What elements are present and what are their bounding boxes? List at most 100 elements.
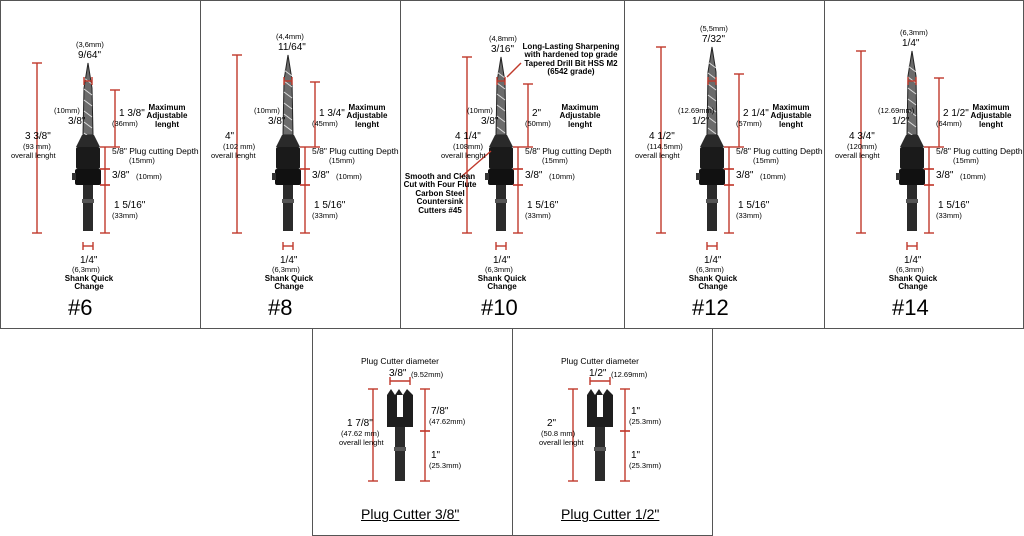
adjustable-fraction: 1 3/8" — [119, 108, 145, 119]
overall-text: overall lenght — [539, 438, 584, 447]
hex-shank — [707, 185, 717, 231]
shank-fraction: 1/4" — [280, 255, 298, 266]
collar-fraction: 3/8" — [112, 170, 130, 181]
plug-depth-label: 5/8" Plug cutting Depth — [936, 146, 1023, 156]
cutter-arrow — [460, 150, 492, 178]
countersink-panel: (3,6mm)9/64"(10mm)3/8"3 3/8"(93 mm)overa… — [0, 0, 201, 329]
drill-flute — [707, 105, 717, 113]
collar-screw — [696, 173, 700, 180]
adjustable-fraction: 2" — [532, 108, 542, 119]
size-label: #6 — [68, 295, 93, 320]
collar-mm: (10mm) — [960, 172, 986, 181]
body-fraction: 3/8" — [481, 116, 499, 127]
collar-screw — [72, 173, 76, 180]
tip-mm: (4,8mm) — [489, 34, 517, 43]
drill-flute — [83, 99, 93, 107]
tip-mm: (5,5mm) — [700, 24, 728, 33]
shank-length-fraction: 1 5/16" — [114, 200, 146, 211]
plug-depth-mm: (15mm) — [329, 156, 355, 165]
plug-depth-mm: (15mm) — [753, 156, 779, 165]
bit-drawing — [656, 46, 744, 250]
top-fraction: 1" — [631, 406, 641, 417]
tip-fraction: 3/16" — [491, 44, 515, 55]
drill-flute — [707, 94, 717, 102]
shank-text: Shank Quick Change — [264, 274, 314, 292]
drill-flute — [907, 98, 917, 106]
drill-flute — [907, 87, 917, 95]
overall-text: overall lenght — [11, 151, 56, 160]
tip-mm: (3,6mm) — [76, 40, 104, 49]
stop-collar — [75, 169, 101, 185]
adjustable-fraction: 2 1/2" — [943, 108, 969, 119]
drill-flute — [496, 104, 506, 112]
diameter-title: Plug Cutter diameter — [561, 356, 639, 366]
drill-flute — [707, 127, 717, 135]
overall-text: overall lenght — [211, 151, 256, 160]
drill-flute — [707, 72, 717, 80]
overall-text: overall lenght — [635, 151, 680, 160]
shank-groove — [706, 199, 718, 203]
size-label: #10 — [481, 295, 518, 320]
shank-mm: (6,3mm) — [485, 265, 513, 274]
overall-text: overall lenght — [835, 151, 880, 160]
body-mm: (12.69mm) — [678, 106, 715, 115]
countersink-body — [489, 147, 513, 169]
countersink-cone — [276, 135, 300, 147]
collar-screw — [485, 173, 489, 180]
stop-collar — [699, 169, 725, 185]
diameter-title: Plug Cutter diameter — [361, 356, 439, 366]
shank-groove — [394, 447, 406, 451]
overall-mm: (50.8 mm) — [541, 429, 576, 438]
overall-fraction: 1 7/8" — [347, 418, 373, 429]
adjustable-mm: (57mm) — [736, 119, 762, 128]
shank-fraction: 1/4" — [904, 255, 922, 266]
hex-shank — [83, 185, 93, 231]
countersink-cone — [700, 135, 724, 147]
shank-length-mm: (33mm) — [112, 211, 138, 220]
shank-groove — [495, 199, 507, 203]
shank-groove — [906, 199, 918, 203]
drill-flute — [707, 83, 717, 91]
plug-cutter-title: Plug Cutter 1/2" — [561, 506, 660, 522]
drill-flute — [907, 76, 917, 84]
drill-flute — [283, 113, 293, 121]
top-fraction: 7/8" — [431, 406, 449, 417]
shank-fraction: 1/4" — [704, 255, 722, 266]
drill-flute — [83, 88, 93, 96]
shank-length-mm: (33mm) — [525, 211, 551, 220]
sharpening-note: Long-Lasting Sharpening with hardened to… — [522, 42, 620, 77]
drill-flute — [283, 124, 293, 132]
plug-depth-label: 5/8" Plug cutting Depth — [312, 146, 399, 156]
drill-flute — [83, 110, 93, 118]
bottom-mm: (25.3mm) — [429, 461, 462, 470]
body-mm: (12.69mm) — [878, 106, 915, 115]
adjustable-mm: (45mm) — [312, 119, 338, 128]
hex-shank — [595, 427, 605, 481]
countersink-body — [76, 147, 100, 169]
stop-collar — [275, 169, 301, 185]
shank-length-fraction: 1 5/16" — [314, 200, 346, 211]
shank-groove — [594, 447, 606, 451]
countersink-cone — [900, 135, 924, 147]
overall-text: overall lenght — [441, 151, 486, 160]
bottom-mm: (25.3mm) — [629, 461, 662, 470]
collar-fraction: 3/8" — [936, 170, 954, 181]
shank-mm: (6,3mm) — [896, 265, 924, 274]
drill-flute — [83, 121, 93, 129]
drill-flute — [907, 65, 917, 73]
bit-drawing — [232, 54, 320, 250]
shank-mm: (6,3mm) — [272, 265, 300, 274]
body-fraction: 1/2" — [692, 116, 710, 127]
overall-fraction: 4" — [225, 131, 235, 142]
countersink-panel: (4,4mm)11/64"(10mm)3/8"4"(102 mm)overall… — [200, 0, 401, 329]
collar-fraction: 3/8" — [525, 170, 543, 181]
drill-flute — [496, 71, 506, 79]
size-label: #8 — [268, 295, 293, 320]
cutter-slot — [597, 395, 603, 417]
collar-mm: (10mm) — [549, 172, 575, 181]
drill-flute — [283, 69, 293, 77]
body-fraction: 1/2" — [892, 116, 910, 127]
overall-mm: (102 mm) — [223, 142, 256, 151]
tip-mm: (4,4mm) — [276, 32, 304, 41]
adjustable-fraction: 1 3/4" — [319, 108, 345, 119]
